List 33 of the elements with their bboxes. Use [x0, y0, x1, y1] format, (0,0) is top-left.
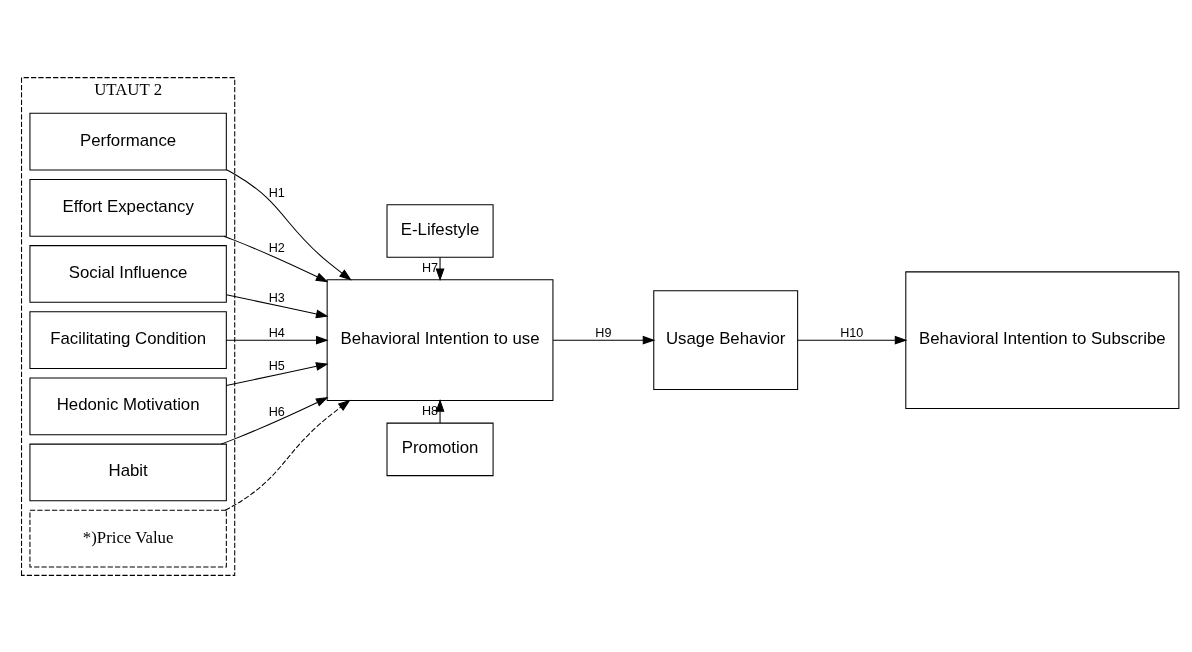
- edge-label: H2: [268, 240, 285, 255]
- edge-label: H5: [268, 358, 285, 373]
- arrow: [225, 361, 329, 386]
- arrow: [226, 168, 352, 281]
- arrow: [552, 335, 656, 345]
- arrow: [435, 398, 445, 423]
- arrow: [220, 396, 329, 445]
- node-box: Usage Behavior: [653, 289, 799, 390]
- node-box: Behavioral Intention to use: [326, 278, 554, 401]
- node-box: Behavioral Intention to Subscribe: [905, 270, 1180, 409]
- edge-label: H8: [422, 403, 439, 418]
- arrow: [225, 335, 329, 345]
- node-box: E-Lifestyle: [386, 203, 494, 258]
- arrow: [797, 335, 908, 345]
- arrow: [223, 235, 329, 282]
- arrow: [435, 256, 445, 281]
- node-box: *)Price Value: [29, 509, 227, 568]
- node-box: Promotion: [386, 422, 494, 476]
- node-box: Hedonic Motivation: [29, 376, 227, 435]
- edge-label: H3: [268, 290, 285, 305]
- node-box: Facilitating Condition: [29, 310, 227, 369]
- edge-label: H1: [268, 185, 285, 200]
- node-box: Performance: [29, 112, 227, 171]
- node-box: Social Influence: [29, 244, 227, 303]
- arrow: [225, 293, 329, 318]
- arrow: [224, 399, 351, 511]
- edge-label: H10: [840, 325, 864, 340]
- node-box: Effort Expectancy: [29, 178, 227, 237]
- edge-label: H6: [268, 404, 285, 419]
- edge-label: H4: [268, 325, 285, 340]
- edge-label: H7: [422, 260, 439, 275]
- node-box: Habit: [29, 443, 227, 501]
- edge-label: H9: [595, 325, 612, 340]
